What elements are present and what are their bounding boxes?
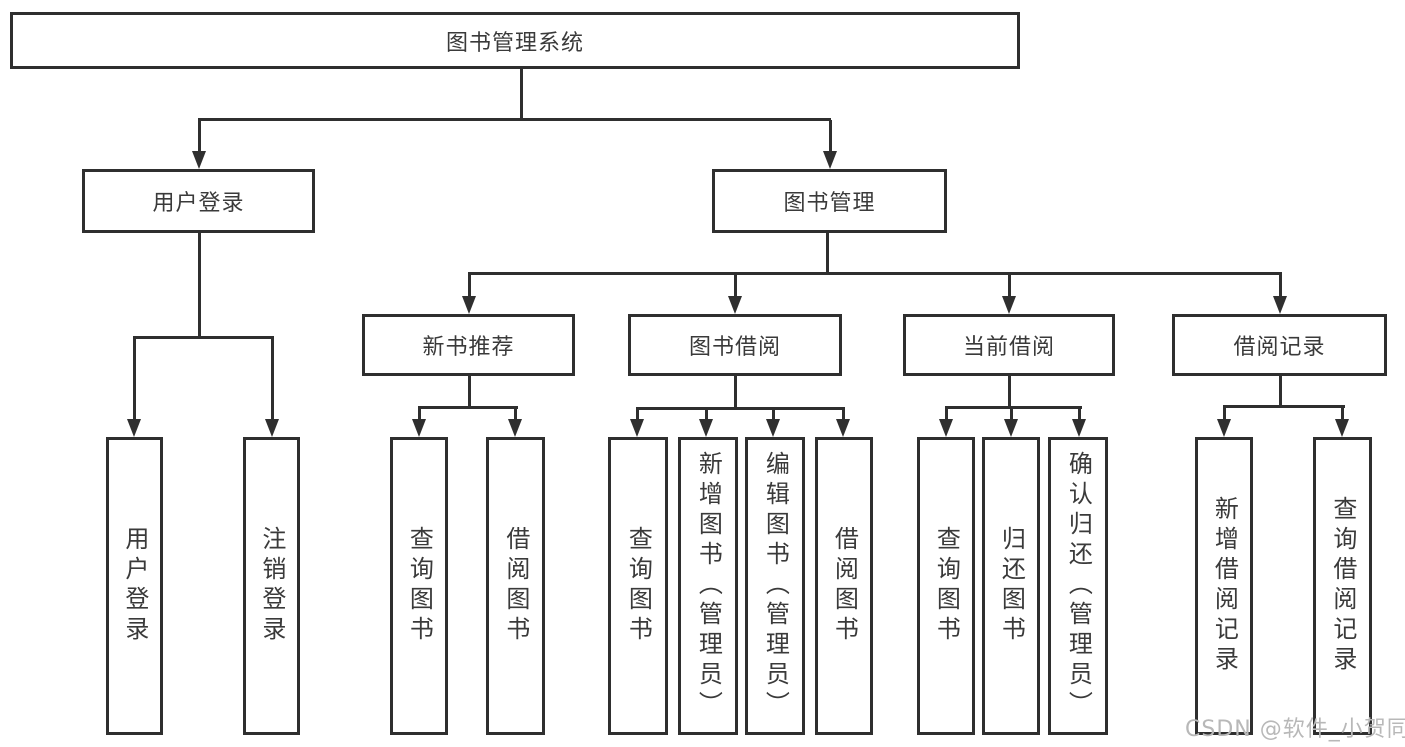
connector-line (1008, 376, 1011, 408)
connector-line (198, 118, 831, 121)
node-label: 查询图书 (932, 526, 961, 646)
node-label: 借阅记录 (1233, 335, 1326, 360)
connector-line (826, 233, 829, 275)
node-label: 新增借阅记录 (1210, 496, 1239, 676)
leaf-add-borrow-record: 新增借阅记录 (1195, 437, 1253, 735)
arrow-down-icon (699, 419, 713, 437)
node-borrow-records: 借阅记录 (1172, 314, 1387, 376)
arrow-down-icon (127, 419, 141, 437)
node-label: 图书借阅 (688, 335, 781, 360)
node-label: 借阅图书 (830, 526, 859, 646)
connector-line (829, 120, 832, 153)
node-current-borrowing: 当前借阅 (903, 314, 1115, 376)
node-label: 当前借阅 (962, 335, 1055, 360)
connector-line (945, 408, 948, 421)
leaf-query-books-borrowing: 查询图书 (608, 437, 668, 735)
connector-line (1223, 405, 1345, 408)
connector-line (468, 376, 471, 408)
connector-line (1010, 408, 1013, 421)
connector-line (945, 406, 1082, 409)
arrow-down-icon (1217, 419, 1231, 437)
arrow-down-icon (939, 419, 953, 437)
arrow-down-icon (728, 296, 742, 314)
node-new-book-recommend: 新书推荐 (362, 314, 575, 376)
connector-line (133, 338, 136, 421)
connector-line (1078, 408, 1081, 421)
arrow-down-icon (1072, 419, 1086, 437)
node-label: 查询图书 (405, 526, 434, 646)
connector-line (468, 274, 471, 298)
arrow-down-icon (1335, 419, 1349, 437)
arrow-down-icon (823, 151, 837, 169)
connector-line (1008, 274, 1011, 298)
arrow-down-icon (265, 419, 279, 437)
node-label: 新书推荐 (422, 335, 515, 360)
connector-line (705, 409, 708, 421)
leaf-user-login: 用户登录 (106, 437, 163, 735)
node-label: 用户登录 (120, 526, 149, 646)
node-label: 编辑图书（管理员） (761, 451, 790, 721)
connector-line (734, 274, 737, 298)
connector-line (133, 336, 274, 339)
node-label: 查询图书 (624, 526, 653, 646)
leaf-add-book-admin: 新增图书（管理员） (678, 437, 738, 735)
node-label: 用户登录 (152, 191, 245, 216)
connector-line (198, 120, 201, 153)
watermark: CSDN @软件_小贺同学 (1185, 717, 1405, 742)
node-label: 注销登录 (257, 526, 286, 646)
node-label: 图书管理 (783, 191, 876, 216)
connector-line (734, 376, 737, 409)
connector-line (1279, 274, 1282, 298)
node-label: 确认归还（管理员） (1064, 451, 1093, 721)
arrow-down-icon (630, 419, 644, 437)
leaf-logout: 注销登录 (243, 437, 300, 735)
arrow-down-icon (766, 419, 780, 437)
connector-line (636, 407, 845, 410)
connector-line (520, 69, 523, 119)
connector-line (468, 272, 1282, 275)
connector-line (418, 406, 518, 409)
leaf-query-books-recommend: 查询图书 (390, 437, 448, 735)
leaf-borrow-books: 借阅图书 (815, 437, 873, 735)
node-book-management: 图书管理 (712, 169, 947, 233)
arrow-down-icon (1004, 419, 1018, 437)
leaf-query-borrow-record: 查询借阅记录 (1313, 437, 1372, 735)
connector-line (1341, 407, 1344, 421)
leaf-borrow-books-recommend: 借阅图书 (486, 437, 545, 735)
connector-line (842, 409, 845, 421)
node-label: 归还图书 (997, 526, 1026, 646)
leaf-confirm-return-admin: 确认归还（管理员） (1048, 437, 1108, 735)
connector-line (1279, 376, 1282, 407)
arrow-down-icon (412, 419, 426, 437)
connector-line (271, 338, 274, 421)
connector-line (636, 409, 639, 421)
leaf-return-book: 归还图书 (982, 437, 1040, 735)
node-label: 图书管理系统 (445, 30, 584, 56)
arrow-down-icon (1002, 296, 1016, 314)
arrow-down-icon (836, 419, 850, 437)
arrow-down-icon (1273, 296, 1287, 314)
connector-line (772, 409, 775, 421)
node-root-library-system: 图书管理系统 (10, 12, 1020, 69)
node-user-login: 用户登录 (82, 169, 315, 233)
leaf-query-books-current: 查询图书 (917, 437, 975, 735)
leaf-edit-book-admin: 编辑图书（管理员） (745, 437, 805, 735)
node-label: 借阅图书 (501, 526, 530, 646)
arrow-down-icon (192, 151, 206, 169)
arrow-down-icon (508, 419, 522, 437)
connector-line (198, 233, 201, 339)
connector-line (1223, 407, 1226, 421)
node-book-borrowing: 图书借阅 (628, 314, 842, 376)
arrow-down-icon (462, 296, 476, 314)
node-label: 新增图书（管理员） (694, 451, 723, 721)
connector-line (418, 408, 421, 421)
node-label: 查询借阅记录 (1328, 496, 1357, 676)
connector-line (514, 408, 517, 421)
